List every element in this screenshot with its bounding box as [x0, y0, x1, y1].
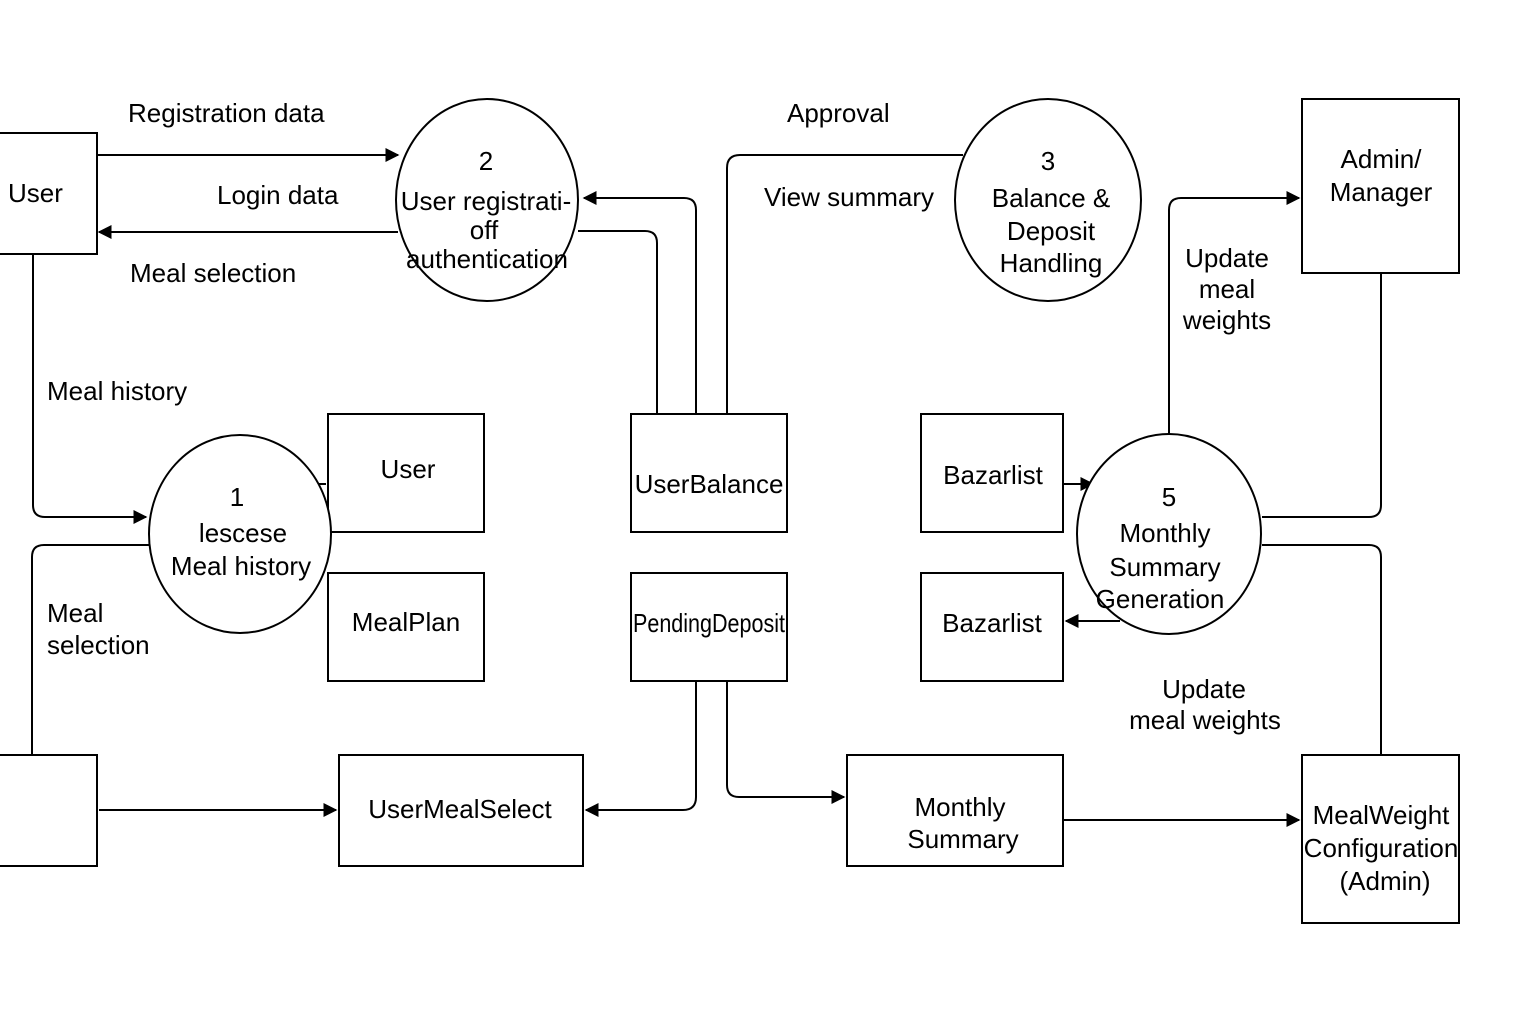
flow-label-update-top-3: weights — [1182, 305, 1271, 335]
process-5-label-2: Summary — [1109, 552, 1220, 582]
process-2-label-3: authentication — [406, 244, 568, 274]
flow-label-update-bottom-2: meal weights — [1129, 705, 1281, 735]
flow-label-registration: Registration data — [128, 98, 325, 128]
process-5-label-3: Generation — [1096, 584, 1225, 614]
process-1[interactable]: 1 lescese Meal history — [148, 434, 332, 634]
flow-process5-to-admin — [1168, 191, 1301, 434]
store-usermealselect-label: UserMealSelect — [368, 794, 552, 824]
entity-user-top[interactable]: User — [0, 132, 98, 255]
process-1-number: 1 — [230, 482, 244, 512]
flow-labels: Registration data Login data Meal select… — [47, 98, 1281, 735]
store-monthly-label-1: Monthly — [914, 792, 1005, 822]
store-mealplan[interactable]: MealPlan — [327, 572, 485, 682]
process-5-label-1: Monthly — [1119, 518, 1210, 548]
entity-mealweight-label-3: (Admin) — [1339, 866, 1430, 896]
entity-mealweight-config[interactable]: MealWeight Configuration (Admin) — [1301, 754, 1460, 924]
flow-label-update-bottom-1: Update — [1162, 674, 1246, 704]
flow-label-meal-selection-top: Meal selection — [130, 258, 296, 288]
process-2[interactable]: 2 User registrati- off authentication — [395, 98, 579, 302]
flow-label-meal-left-1: Meal — [47, 598, 103, 628]
process-3-number: 3 — [1041, 146, 1055, 176]
process-3-label-1: Balance & — [992, 183, 1111, 213]
flow-label-login: Login data — [217, 180, 339, 210]
entity-admin-label-1: Admin/ — [1341, 144, 1423, 174]
store-user-label: User — [381, 454, 436, 484]
store-monthly-summary[interactable]: Monthly Summary — [846, 754, 1064, 867]
process-5-number: 5 — [1162, 482, 1176, 512]
store-bazarlist-1-label: Bazarlist — [943, 460, 1043, 490]
flow-label-approval: Approval — [787, 98, 890, 128]
store-bazarlist-2-label: Bazarlist — [942, 608, 1042, 638]
flow-user-to-process1 — [32, 254, 148, 524]
flow-userbalance-to-process2-b — [578, 230, 658, 414]
process-3[interactable]: 3 Balance & Deposit Handling — [954, 98, 1142, 302]
flow-label-update-top-2: meal — [1199, 274, 1255, 304]
flow-label-meal-left-2: selection — [47, 630, 150, 660]
process-1-label-1: lescese — [199, 518, 287, 548]
process-5[interactable]: 5 Monthly Summary Generation — [1076, 433, 1262, 635]
entity-user-top-label: User — [8, 178, 63, 208]
process-2-label-2: off — [470, 215, 499, 245]
flow-label-update-top-1: Update — [1185, 243, 1269, 273]
flow-process1-to-bottom-entity — [31, 544, 150, 755]
process-2-number: 2 — [479, 146, 493, 176]
process-3-label-3: Handling — [1000, 248, 1103, 278]
flow-userbalance-to-process2-a — [582, 191, 697, 414]
entity-admin-manager[interactable]: Admin/ Manager — [1301, 98, 1460, 274]
flow-pendingdeposit-to-monthly — [726, 680, 846, 804]
store-user[interactable]: User — [327, 413, 485, 533]
store-pendingdeposit-label: PendingDeposit — [633, 608, 786, 638]
entity-admin-label-2: Manager — [1330, 177, 1433, 207]
store-bazarlist-1[interactable]: Bazarlist — [920, 413, 1064, 533]
process-1-label-2: Meal history — [171, 551, 311, 581]
store-userbalance[interactable]: UserBalance — [630, 413, 788, 533]
flow-label-meal-history: Meal history — [47, 376, 187, 406]
store-bazarlist-2[interactable]: Bazarlist — [920, 572, 1064, 682]
flow-lines — [31, 148, 1382, 827]
store-monthly-label-2: Summary — [907, 824, 1018, 854]
process-2-label-1: User registrati- — [401, 186, 571, 216]
flow-process5-to-mealweight — [1262, 544, 1382, 755]
flow-userbalance-to-process3 — [726, 154, 963, 414]
store-mealplan-label: MealPlan — [352, 607, 460, 637]
store-userbalance-label: UserBalance — [635, 469, 784, 499]
store-usermealselect[interactable]: UserMealSelect — [338, 754, 584, 867]
process-3-label-2: Deposit — [1007, 216, 1096, 246]
store-pendingdeposit[interactable]: PendingDeposit — [630, 572, 788, 682]
flow-pendingdeposit-to-usermealselect — [584, 680, 697, 817]
entity-mealweight-label-2: Configuration — [1304, 833, 1459, 863]
entity-mealweight-label-1: MealWeight — [1313, 800, 1451, 830]
entity-bottom-left[interactable] — [0, 754, 98, 867]
flow-admin-to-process5 — [1262, 273, 1382, 518]
flow-label-view-summary: View summary — [764, 182, 934, 212]
